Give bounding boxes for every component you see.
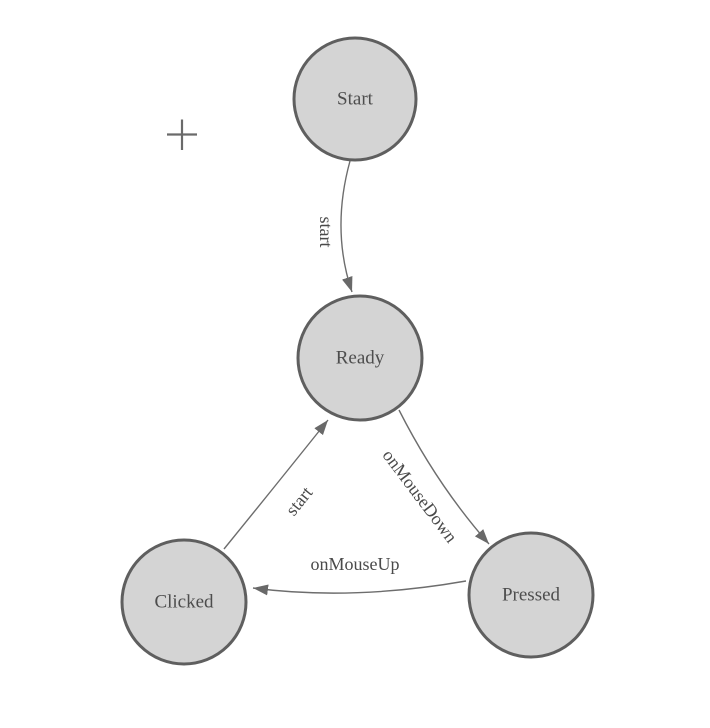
transition-clicked-to-ready[interactable]: start	[223, 419, 329, 550]
edge-label-onmousedown: onMouseDown	[379, 446, 462, 547]
state-node-clicked[interactable]: Clicked	[120, 538, 248, 666]
state-node-pressed[interactable]: Pressed	[467, 531, 595, 659]
transition-pressed-to-clicked[interactable]: onMouseUp	[252, 554, 467, 596]
state-circle[interactable]	[296, 294, 424, 422]
transition-ready-to-pressed[interactable]: onMouseDown	[379, 409, 490, 547]
edge-line[interactable]	[340, 160, 353, 293]
edge-line[interactable]	[252, 580, 467, 596]
state-node-ready[interactable]: Ready	[296, 294, 424, 422]
edge-line[interactable]	[398, 409, 490, 545]
state-circle[interactable]	[467, 531, 595, 659]
edge-label-start-2: start	[281, 483, 316, 520]
state-circle[interactable]	[120, 538, 248, 666]
crosshair-icon	[167, 119, 197, 150]
state-circle[interactable]	[292, 36, 418, 162]
transition-start-to-ready[interactable]: start	[316, 160, 353, 293]
edge-label-onmouseup: onMouseUp	[311, 554, 400, 574]
state-node-start[interactable]: Start	[292, 36, 418, 162]
edge-line[interactable]	[223, 419, 329, 550]
edge-label-start: start	[316, 217, 336, 248]
